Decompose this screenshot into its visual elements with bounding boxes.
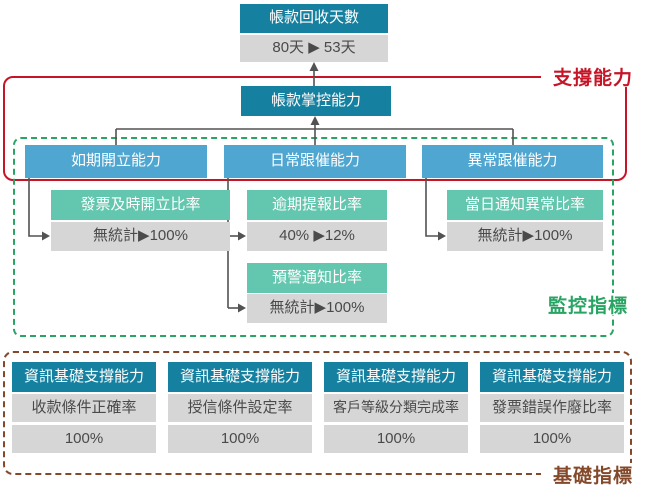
node-ontime-issuing: 如期開立能力 xyxy=(25,145,207,178)
base-indicators-frame xyxy=(3,351,632,475)
support-capability-frame xyxy=(3,76,627,181)
metric-sameday-exception-value: 無統計▶100% xyxy=(447,222,603,251)
node-daily-followup: 日常跟催能力 xyxy=(224,145,406,178)
base-col2-title: 資訊基礎支撐能力 xyxy=(168,362,312,392)
base-col2-metric: 授信條件設定率 xyxy=(168,394,312,422)
node-collection-days: 帳款回收天數 xyxy=(240,4,388,33)
base-col3-title: 資訊基礎支撐能力 xyxy=(324,362,468,392)
base-col1-title: 資訊基礎支撐能力 xyxy=(12,362,156,392)
metric-alert-notice-rate: 預警通知比率 xyxy=(247,263,387,293)
base-col1-metric: 收款條件正確率 xyxy=(12,394,156,422)
base-col3-value: 100% xyxy=(324,425,468,453)
base-col4-title: 資訊基礎支撐能力 xyxy=(480,362,624,392)
metric-alert-notice-value: 無統計▶100% xyxy=(247,294,387,323)
base-col4-value: 100% xyxy=(480,425,624,453)
base-col3-metric: 客戶等級分類完成率 xyxy=(324,394,468,422)
metric-invoice-ontime-value: 無統計▶100% xyxy=(51,222,230,251)
base-col4-metric: 發票錯誤作廢比率 xyxy=(480,394,624,422)
base-col1-value: 100% xyxy=(12,425,156,453)
support-frame-label: 支撐能力 xyxy=(541,65,645,89)
node-exception-followup: 異常跟催能力 xyxy=(422,145,603,178)
base-frame-label: 基礎指標 xyxy=(541,463,645,487)
monitor-frame-label: 監控指標 xyxy=(538,293,638,317)
base-col2-value: 100% xyxy=(168,425,312,453)
metric-overdue-report-rate: 逾期提報比率 xyxy=(247,190,387,220)
value-collection-days: 80天 ▶ 53天 xyxy=(240,35,388,62)
metric-overdue-report-value: 40% ▶12% xyxy=(247,222,387,251)
metric-sameday-exception-rate: 當日通知異常比率 xyxy=(447,190,603,220)
metric-invoice-ontime-rate: 發票及時開立比率 xyxy=(51,190,230,220)
node-account-control: 帳款掌控能力 xyxy=(241,86,391,116)
monitor-indicators-frame xyxy=(13,137,614,337)
